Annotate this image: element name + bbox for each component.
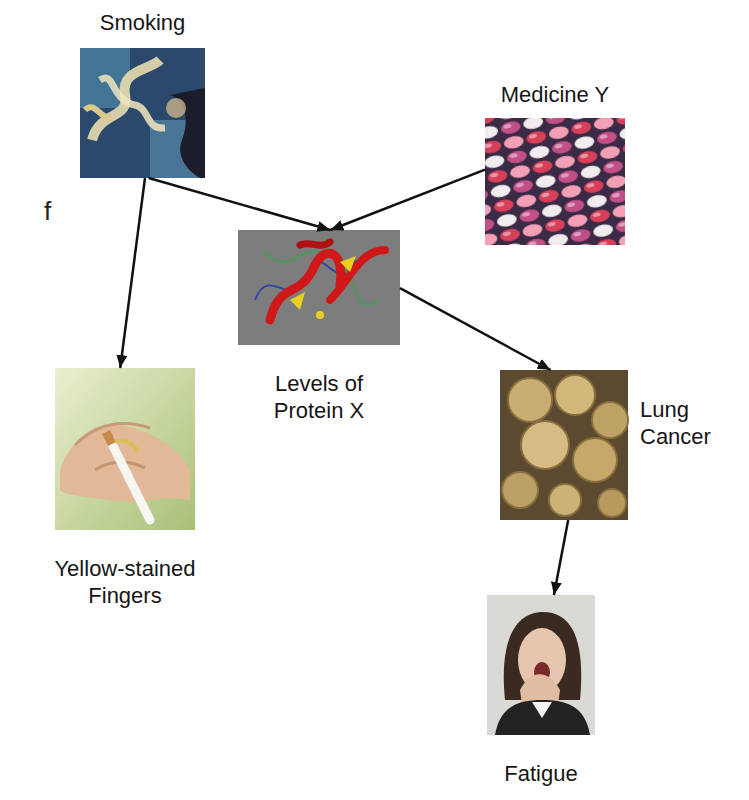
protein-picture-part <box>290 292 305 310</box>
lung-cancer-picture-part <box>592 402 628 438</box>
causal-arrow <box>400 288 551 370</box>
node-label: Medicine Y <box>501 81 609 108</box>
picture-area <box>487 595 595 735</box>
protein-picture-part <box>300 242 330 245</box>
node-label: Yellow-stained Fingers <box>45 555 205 609</box>
protein-picture-part <box>238 230 400 345</box>
label-group: Medicine Y <box>501 81 609 108</box>
lung-cancer-picture-part <box>555 375 595 415</box>
picture-area <box>80 48 205 178</box>
lung-cancer-picture-part <box>549 484 581 516</box>
lung-cancer-picture-part <box>521 421 569 469</box>
smoking-picture-part <box>85 107 112 118</box>
protein-picture-part <box>270 253 341 320</box>
causal-arrow <box>120 178 145 368</box>
lung-cancer-picture-part <box>508 378 552 422</box>
fingers-node: Yellow-stained Fingers <box>45 368 205 609</box>
fingers-picture-part <box>106 432 112 444</box>
label-group: Lung Cancer <box>640 396 720 450</box>
fingers-picture-part <box>110 440 150 520</box>
smoking-picture <box>80 48 205 178</box>
node-label: Levels of Protein X <box>264 370 374 424</box>
picture-area <box>500 370 628 520</box>
label-group: Yellow-stained Fingers <box>45 555 205 609</box>
fingers-picture-part <box>75 423 150 445</box>
picture-area <box>55 368 195 530</box>
label-group: Smoking <box>100 9 186 36</box>
medicine-picture-part <box>485 118 625 245</box>
fatigue-picture <box>487 595 595 735</box>
medicine-node: Medicine Y <box>485 81 625 245</box>
lung-cancer-picture-part <box>502 472 538 508</box>
protein-picture-part <box>330 250 385 300</box>
medicine-picture <box>485 118 625 245</box>
lung-cancer-picture-part <box>500 370 628 520</box>
protein-picture <box>238 230 400 345</box>
fatigue-node: Fatigue <box>487 595 595 787</box>
fatigue-picture-part <box>487 595 595 735</box>
label-group: Fatigue <box>504 760 577 787</box>
fingers-picture-part <box>55 368 195 530</box>
protein-picture-part <box>340 256 356 272</box>
label-group: Levels of Protein X <box>264 370 374 424</box>
lung-cancer-picture-part <box>573 438 617 482</box>
smoking-picture-part <box>80 48 205 178</box>
picture-area <box>238 230 400 345</box>
lung-cancer-node: Lung Cancer <box>500 370 720 520</box>
stray-letter: f <box>44 196 51 226</box>
causal-arrow <box>554 520 568 595</box>
fatigue-picture-part <box>532 702 552 718</box>
smoking-picture-part <box>166 98 186 118</box>
causal-arrow <box>149 178 331 230</box>
smoking-node: Smoking <box>80 9 205 178</box>
fatigue-picture-part <box>495 700 590 735</box>
node-label: Fatigue <box>504 760 577 787</box>
fingers-picture <box>55 368 195 530</box>
lung-cancer-picture-part <box>598 489 626 517</box>
fingers-picture-part <box>115 441 138 452</box>
picture-area <box>485 118 625 245</box>
protein-picture-part <box>316 311 324 319</box>
protein-node: Levels of Protein X <box>238 230 400 424</box>
lung-cancer-picture <box>500 370 628 520</box>
node-label: Smoking <box>100 9 186 36</box>
causal-arrow <box>330 170 485 230</box>
node-label: Lung Cancer <box>640 396 720 450</box>
